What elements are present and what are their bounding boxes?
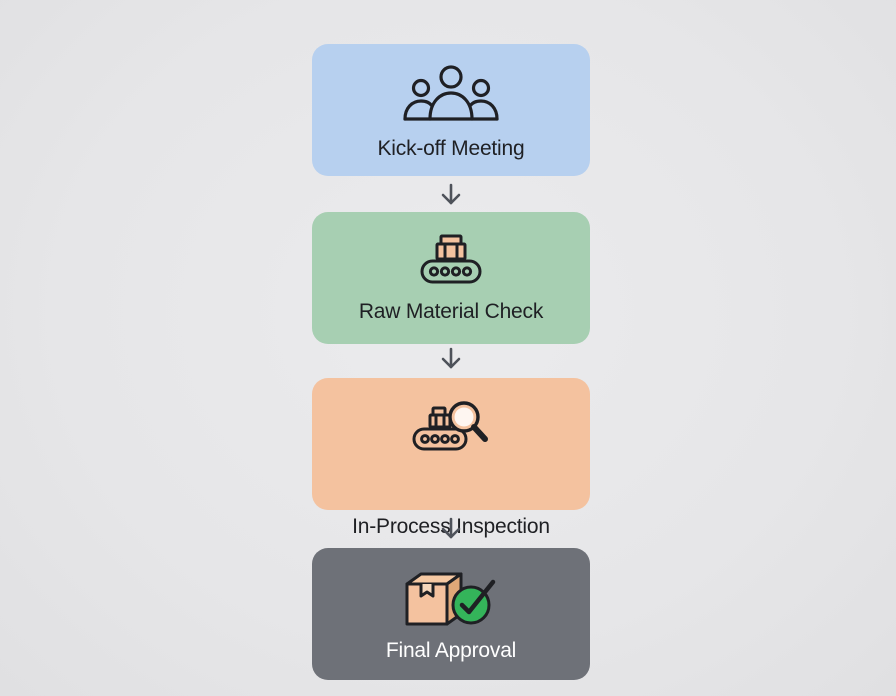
step-label: Final Approval	[385, 639, 517, 662]
step-in-process-inspection: In-Process Inspection	[312, 378, 590, 538]
conveyor-magnifier-icon	[412, 401, 488, 451]
box-checkmark-icon	[405, 572, 496, 626]
conveyor-box-icon	[420, 234, 482, 284]
step-raw-material-check: Raw Material Check	[312, 212, 590, 344]
arrow-down-icon	[441, 517, 461, 539]
people-group-icon	[403, 65, 499, 121]
arrow-down-icon	[441, 347, 461, 369]
arrow-down-icon	[441, 183, 461, 205]
step-label: Raw Material Check	[358, 300, 544, 323]
step-kickoff-meeting: Kick-off Meeting	[312, 44, 590, 176]
step-final-approval: Final Approval	[312, 548, 590, 680]
step-label: Kick-off Meeting	[377, 137, 525, 160]
